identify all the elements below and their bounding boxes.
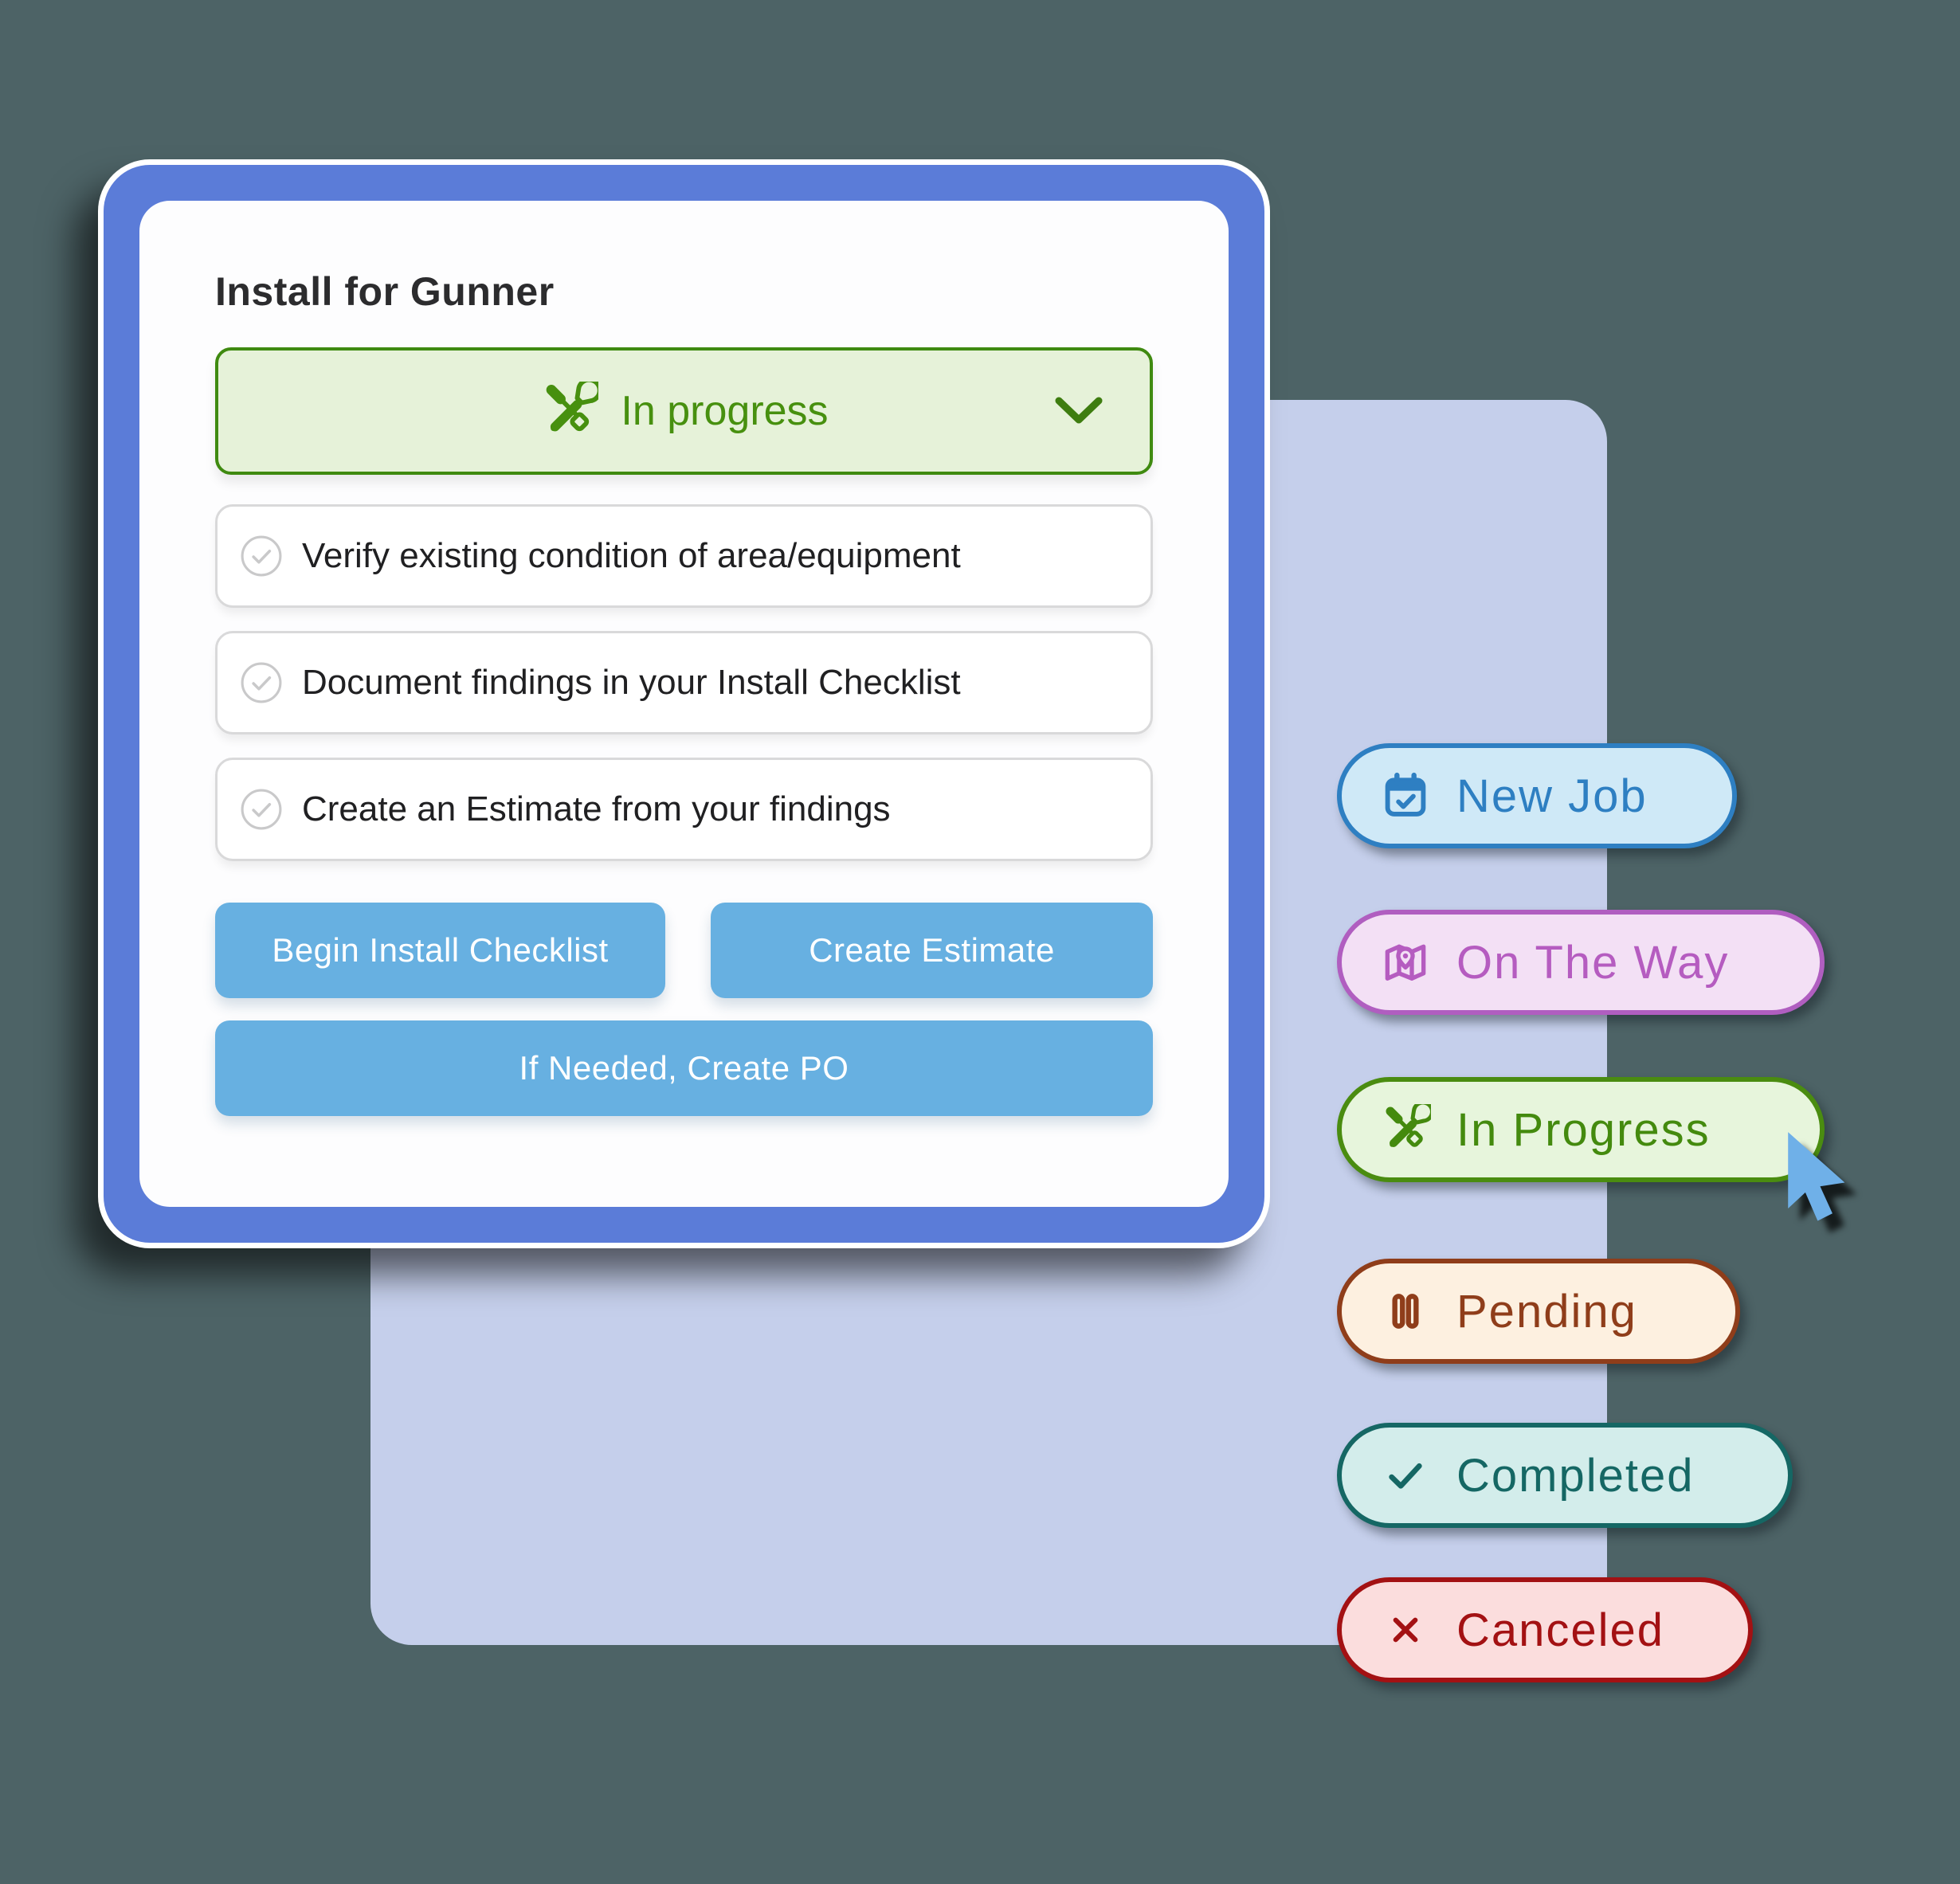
check-circle-icon[interactable] bbox=[240, 661, 283, 704]
calendar-check-icon bbox=[1380, 770, 1431, 821]
badge-pending[interactable]: Pending bbox=[1337, 1259, 1740, 1364]
create-po-button[interactable]: If Needed, Create PO bbox=[215, 1020, 1153, 1116]
badge-completed[interactable]: Completed bbox=[1337, 1423, 1793, 1528]
checklist-item-label: Create an Estimate from your findings bbox=[302, 789, 891, 828]
tools-icon bbox=[539, 382, 598, 441]
page-title: Install for Gunner bbox=[215, 269, 555, 314]
x-icon bbox=[1380, 1604, 1431, 1655]
checklist: Verify existing condition of area/equipm… bbox=[215, 503, 1153, 861]
status-dropdown-label: In progress bbox=[621, 387, 829, 434]
checklist-item-label: Verify existing condition of area/equipm… bbox=[302, 535, 961, 575]
checklist-item[interactable]: Verify existing condition of area/equipm… bbox=[215, 503, 1153, 608]
status-dropdown[interactable]: In progress bbox=[215, 347, 1153, 475]
map-pin-icon bbox=[1380, 937, 1431, 988]
action-buttons: Begin Install Checklist Create Estimate … bbox=[215, 902, 1153, 1116]
badge-label: On The Way bbox=[1456, 936, 1730, 989]
begin-install-checklist-button[interactable]: Begin Install Checklist bbox=[215, 902, 665, 998]
badge-canceled[interactable]: Canceled bbox=[1337, 1577, 1753, 1682]
checklist-item-label: Document findings in your Install Checkl… bbox=[302, 662, 961, 702]
check-circle-icon[interactable] bbox=[240, 535, 283, 578]
tools-icon bbox=[1380, 1104, 1431, 1155]
badge-label: New Job bbox=[1456, 770, 1648, 822]
badge-label: Pending bbox=[1456, 1285, 1637, 1338]
checklist-item[interactable]: Create an Estimate from your findings bbox=[215, 757, 1153, 861]
chevron-down-icon bbox=[1054, 397, 1103, 425]
pause-icon bbox=[1380, 1286, 1431, 1337]
job-card-surface: Install for Gunner In progress bbox=[139, 201, 1229, 1207]
mouse-cursor-icon bbox=[1783, 1130, 1860, 1233]
check-circle-icon[interactable] bbox=[240, 788, 283, 831]
badge-on-the-way[interactable]: On The Way bbox=[1337, 910, 1825, 1015]
badge-label: Canceled bbox=[1456, 1604, 1665, 1656]
badge-new-job[interactable]: New Job bbox=[1337, 743, 1737, 848]
create-estimate-button[interactable]: Create Estimate bbox=[711, 902, 1153, 998]
badge-label: In Progress bbox=[1456, 1103, 1711, 1156]
badge-in-progress[interactable]: In Progress bbox=[1337, 1077, 1825, 1182]
job-card: Install for Gunner In progress bbox=[104, 165, 1264, 1243]
checklist-item[interactable]: Document findings in your Install Checkl… bbox=[215, 630, 1153, 734]
check-icon bbox=[1380, 1450, 1431, 1501]
badge-label: Completed bbox=[1456, 1449, 1695, 1502]
